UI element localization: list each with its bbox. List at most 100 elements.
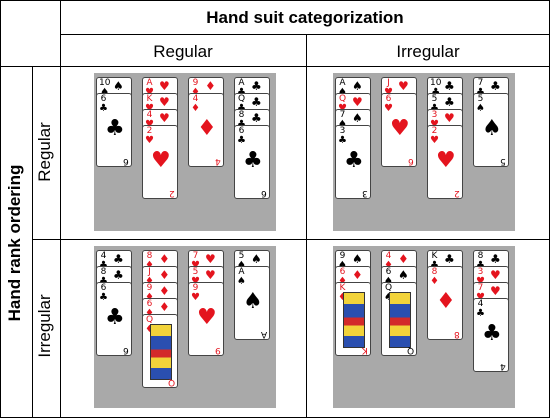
card-rank: 6: [146, 299, 153, 309]
card-rank: 6: [261, 188, 267, 198]
playing-card[interactable]: K♦K: [335, 282, 371, 356]
card-corner: 8♦: [430, 268, 439, 287]
card-corner: K♥: [145, 95, 154, 114]
card-suit-icon: ♦: [384, 261, 393, 271]
card-center-suit-icon: ♦: [436, 289, 456, 314]
card-suit-icon: ♥: [145, 135, 154, 146]
playing-card[interactable]: Q♠Q: [381, 282, 417, 356]
card-suit-icon: ♠: [237, 261, 246, 271]
card-corner: 2♥: [430, 126, 439, 146]
card-corner: 4♦: [384, 252, 393, 271]
card-corner-bottom: 6: [261, 188, 267, 198]
card-suit-icon: ♥: [490, 268, 501, 282]
card-suit-icon: ♠: [352, 111, 363, 125]
card-suit-icon: ♥: [191, 261, 200, 271]
card-suit-icon: ♥: [191, 292, 200, 303]
card-rank: 4: [215, 156, 221, 166]
card-corner-bottom: 6: [408, 156, 414, 166]
card-rank: 6: [385, 267, 392, 277]
card-suit-icon: ♦: [338, 277, 347, 287]
card-suit-icon: ♥: [159, 111, 170, 125]
card-rank: 7: [192, 251, 199, 261]
playing-card[interactable]: 4♣♣4: [473, 298, 509, 372]
card-suit-icon: ♦: [398, 252, 409, 266]
playing-card[interactable]: 3♣♣3: [335, 125, 371, 199]
face-card-figure: [343, 292, 365, 348]
card-rank: Q: [406, 345, 414, 355]
card-rank: 3: [477, 267, 484, 277]
column-divider: [306, 34, 307, 418]
card-suit-icon: ♥: [430, 120, 439, 130]
card-suit-icon: ♠: [384, 277, 393, 287]
card-suit-icon: ♦: [191, 88, 200, 98]
card-corner: 6♦: [145, 299, 154, 319]
card-corner-bottom: A: [261, 329, 267, 339]
playing-card[interactable]: 8♦♦8: [427, 266, 463, 340]
side-title-divider: [32, 66, 33, 418]
table-border-left: [0, 0, 1, 418]
card-corner: 5♥: [191, 267, 200, 287]
playing-card[interactable]: 2♥♥2: [427, 125, 463, 199]
card-corner: Q♣: [237, 95, 246, 114]
table-border-top: [0, 0, 550, 1]
card-center-suit-icon: ♠: [482, 116, 502, 141]
card-rank: 5: [192, 267, 199, 277]
face-card-figure: [389, 292, 411, 348]
card-corner: 9♠: [338, 252, 347, 271]
card-center-suit-icon: ♠: [243, 289, 263, 314]
card-corner: 9♦: [191, 79, 200, 98]
card-corner-bottom: Q: [406, 345, 414, 355]
card-corner: K♣: [430, 251, 439, 271]
card-rank: A: [146, 78, 153, 88]
playing-card[interactable]: 2♥♥2: [142, 125, 178, 199]
playing-card[interactable]: 4♦♦4: [188, 93, 224, 167]
card-center-suit-icon: ♣: [105, 305, 125, 330]
card-rank: 5: [431, 94, 438, 104]
card-rank: 2: [431, 126, 438, 136]
card-rank: 3: [362, 188, 368, 198]
card-rank: K: [431, 251, 438, 261]
card-suit-icon: ♣: [444, 79, 455, 93]
playing-card[interactable]: 6♥♥6: [381, 93, 417, 167]
side-title: Hand rank ordering: [5, 164, 24, 322]
card-corner: 4♣: [476, 300, 485, 319]
card-rank: 9: [215, 345, 221, 355]
card-corner: 3♣: [338, 127, 347, 146]
card-suit-icon: ♦: [159, 284, 170, 298]
row-divider: [32, 239, 550, 240]
card-rank: 6: [238, 126, 245, 136]
card-rank: 9: [146, 283, 153, 293]
card-corner: 9♦: [145, 283, 154, 303]
playing-card[interactable]: A♠ ♠ A: [234, 266, 270, 340]
card-suit-icon: ♠: [398, 268, 409, 282]
card-corner: 6♥: [384, 95, 393, 114]
card-suit-icon: ♦: [145, 309, 154, 319]
card-suit-icon: ♦: [430, 276, 439, 287]
card-corner: A♠: [237, 268, 246, 287]
card-corner-bottom: 6: [123, 345, 129, 355]
playing-card[interactable]: 5♠♠5: [473, 93, 509, 167]
playing-card[interactable]: Q♦Q: [142, 314, 178, 388]
card-rank: 9: [192, 283, 199, 293]
card-suit-icon: ♥: [398, 79, 409, 93]
card-corner-bottom: 2: [169, 188, 175, 198]
card-rank: 5: [238, 251, 245, 261]
left-header-divider: [60, 0, 61, 418]
playing-card[interactable]: 6♣ ♣ 6: [96, 93, 132, 167]
card-corner: 6♣: [99, 95, 108, 114]
card-rank: 6: [123, 156, 129, 166]
card-rank: A: [238, 78, 245, 88]
card-suit-icon: ♦: [338, 293, 347, 303]
column-header-irregular: Irregular: [396, 42, 460, 61]
card-rank: 8: [100, 267, 107, 277]
card-center-suit-icon: ♦: [197, 116, 217, 141]
playing-card[interactable]: 6♣♣6: [96, 282, 132, 356]
card-corner: 5♠: [237, 251, 246, 271]
header-row-divider: [60, 34, 550, 35]
card-center-suit-icon: ♣: [105, 116, 125, 141]
playing-card[interactable]: 6♣♣6: [234, 125, 270, 199]
card-rank: Q: [338, 94, 347, 104]
playing-card[interactable]: 9♥♥9: [188, 282, 224, 356]
card-corner-bottom: 4: [500, 361, 506, 371]
card-suit-icon: ♦: [352, 268, 363, 282]
